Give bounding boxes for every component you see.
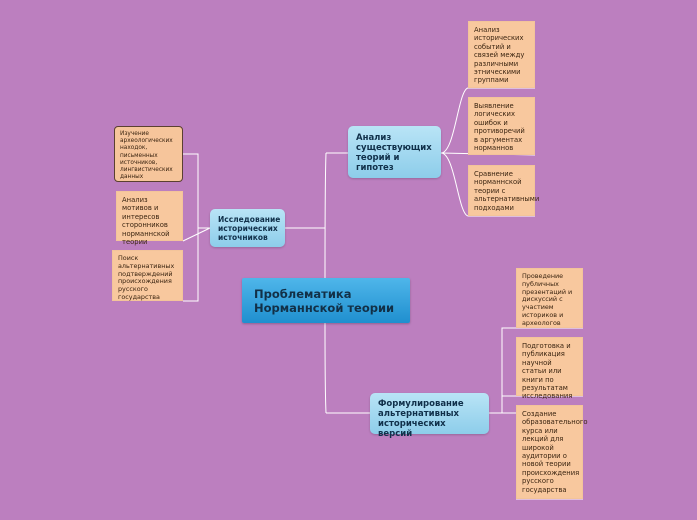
central-topic[interactable]: Проблематика Норманнской теории (242, 278, 410, 323)
leaf-alt-presentations[interactable]: Проведение публичных презентаций и диску… (516, 268, 583, 328)
connector-sources-1 (183, 153, 210, 229)
leaf-analysis-comparison[interactable]: Сравнение норманнской теории с альтернат… (468, 165, 539, 216)
topic-alternatives[interactable]: Формулирование альтернативных историческ… (370, 393, 489, 439)
topic-analysis[interactable]: Анализ существующих теорий и гипотез (348, 126, 441, 178)
leaf-analysis-events[interactable]: Анализ исторических событий и связей меж… (468, 21, 535, 88)
connector-central-trunk (324, 152, 327, 414)
leaf-sources-motives[interactable]: Анализ мотивов и интересов сторонников н… (116, 191, 183, 246)
connector-sources-3 (183, 227, 210, 302)
connector-analysis-1 (440, 87, 535, 154)
connector-analysis-3 (440, 152, 535, 217)
leaf-analysis-errors[interactable]: Выявление логических ошибок и противореч… (468, 97, 535, 155)
connector-sources-2 (182, 227, 211, 242)
leaf-sources-search[interactable]: Поиск альтернативных подтверждений проис… (112, 250, 183, 301)
leaf-sources-archaeology[interactable]: Изучение археологических находок, письме… (114, 126, 183, 182)
leaf-alt-course[interactable]: Создание образовательного курса или лекц… (516, 405, 588, 499)
leaf-alt-publication[interactable]: Подготовка и публикация научной статьи и… (516, 337, 583, 400)
topic-sources[interactable]: Исследование исторических источников (210, 209, 285, 247)
